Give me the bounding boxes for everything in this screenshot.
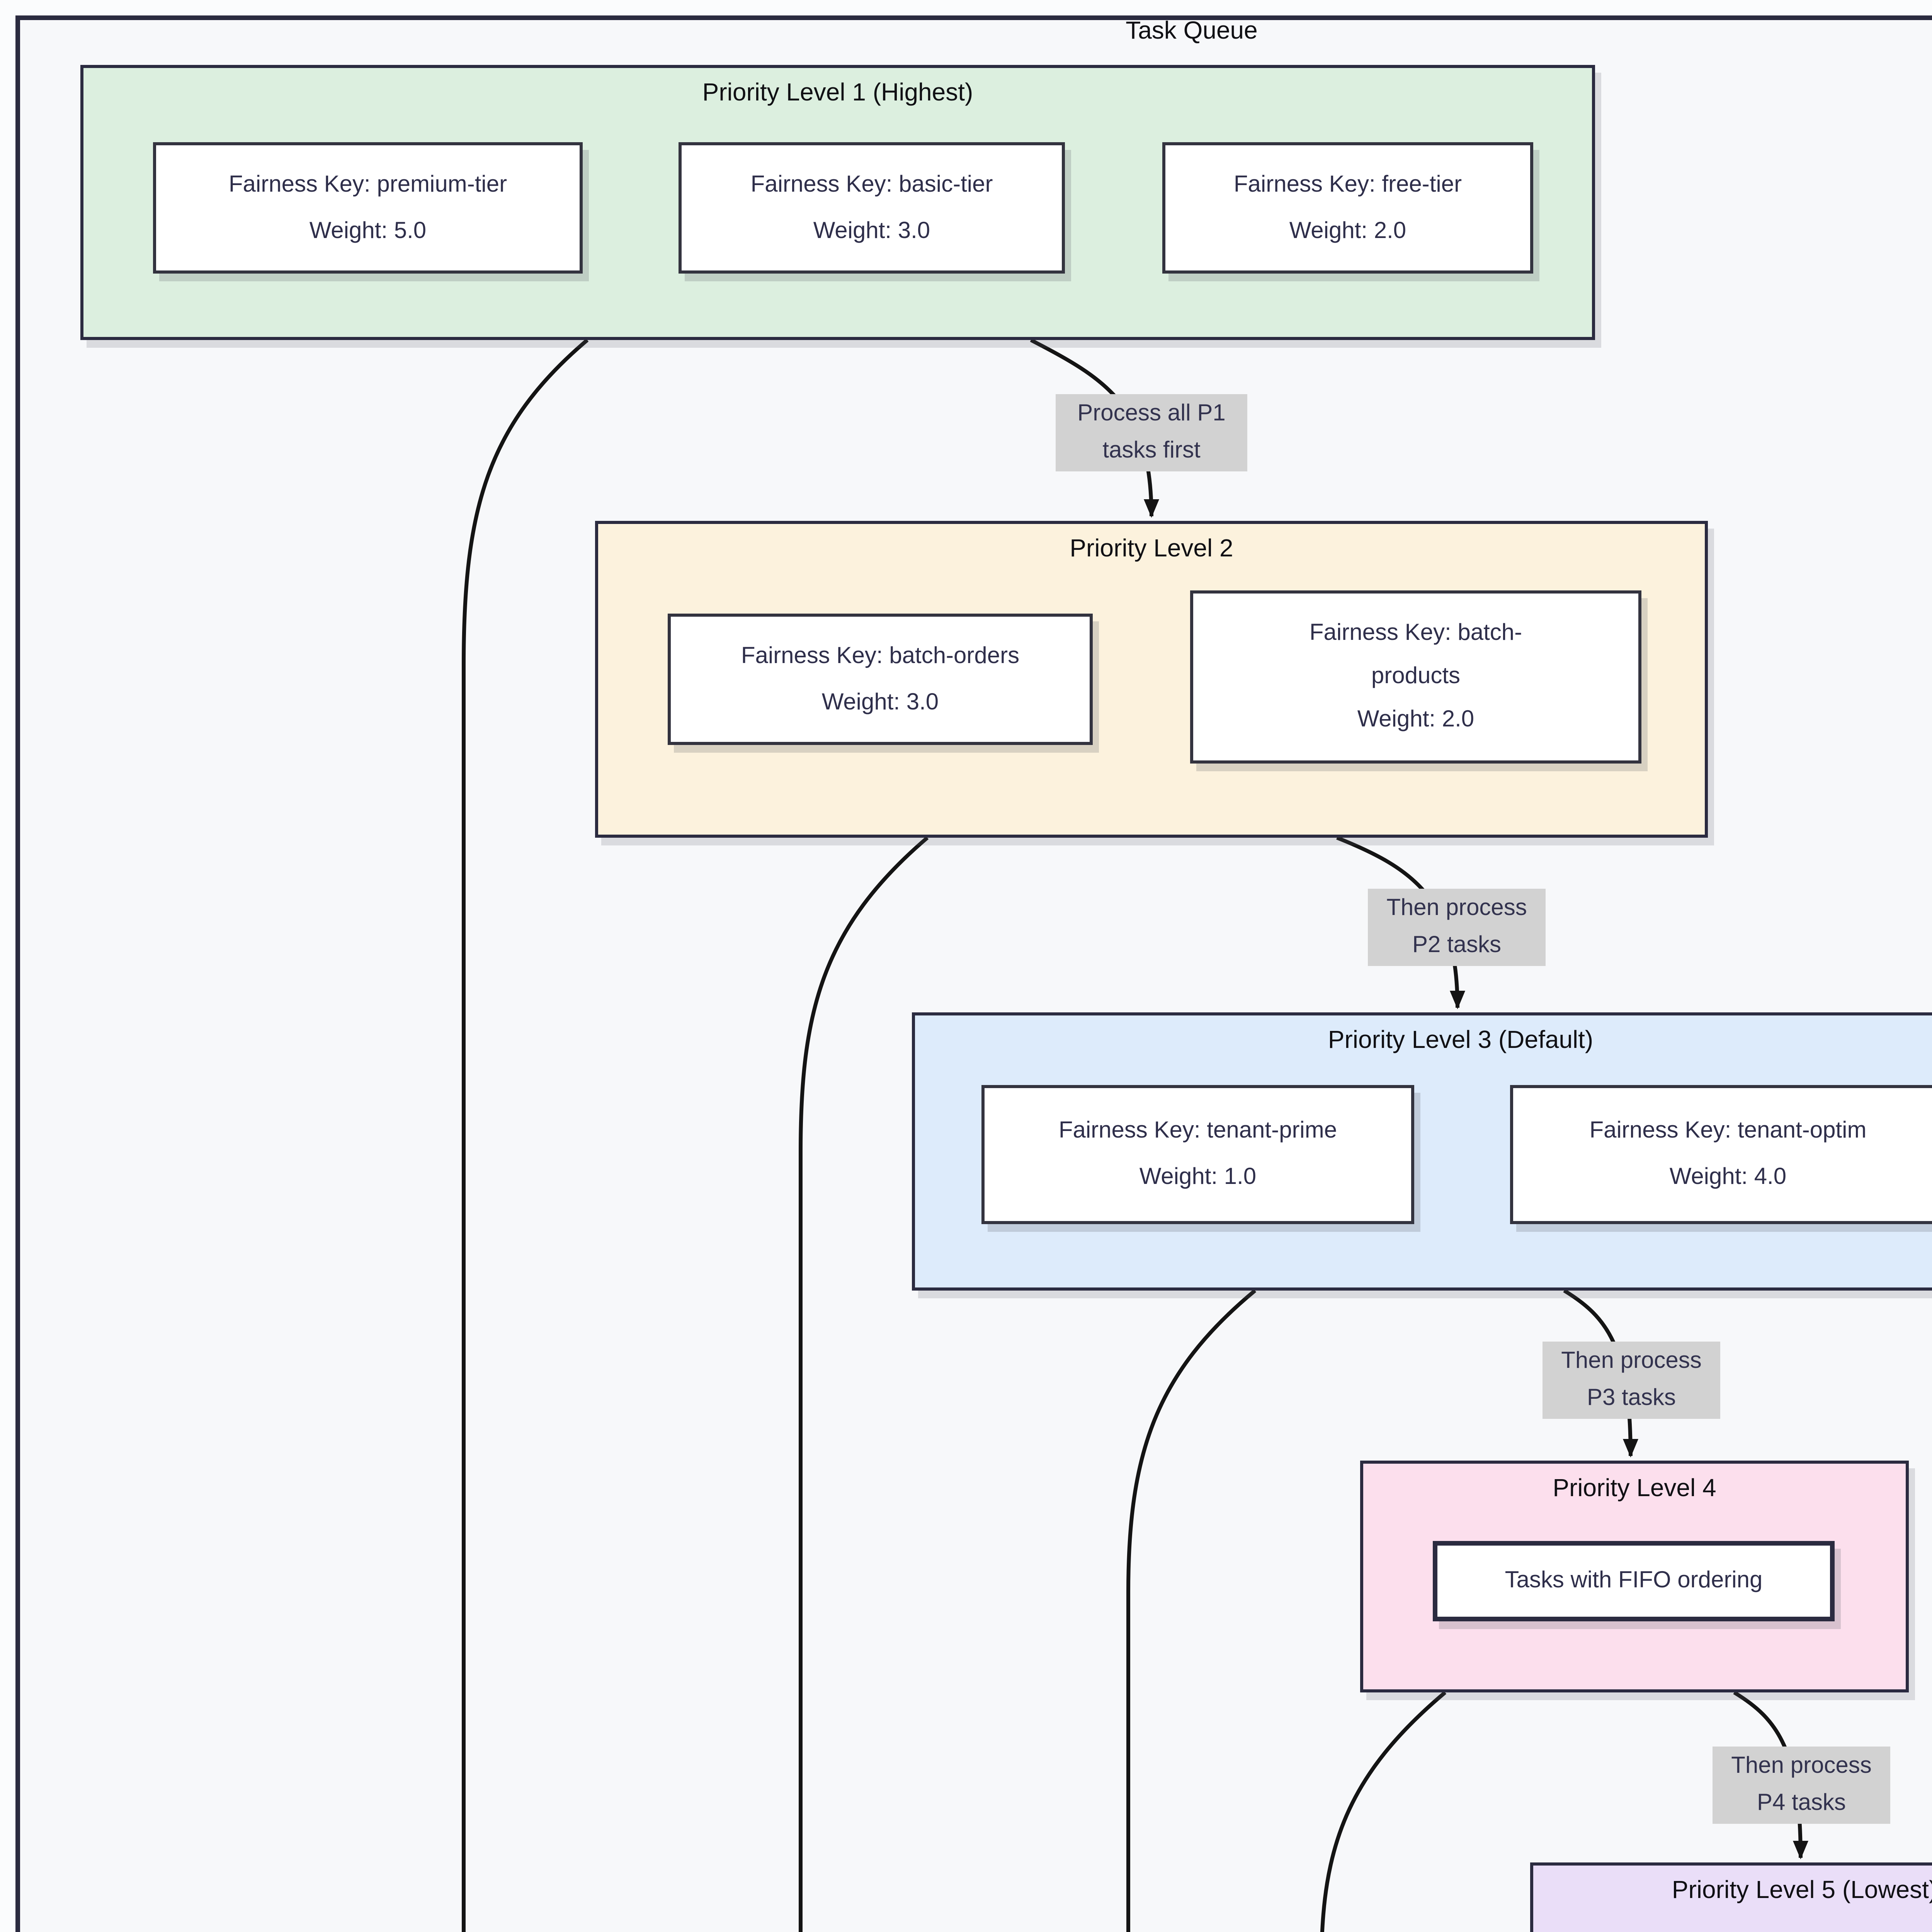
task-queue-title: Task Queue: [1126, 19, 1258, 45]
node-line: Tasks with FIFO ordering: [1505, 1567, 1763, 1594]
fairness-node-batch-products: Fairness Key: batch- products Weight: 2.…: [1190, 590, 1641, 764]
edge-label-line: Process all P1: [1077, 400, 1226, 427]
priority-level-5-container: Priority Level 5 (Lowest) Tasks with FIF…: [1530, 1862, 1932, 1932]
node-line: Fairness Key: free-tier: [1233, 171, 1462, 197]
priority-level-2-title: Priority Level 2: [1070, 536, 1233, 563]
node-line: Fairness Key: tenant-prime: [1058, 1117, 1337, 1144]
priority-level-5-title: Priority Level 5 (Lowest): [1672, 1878, 1932, 1904]
node-line: Weight: 5.0: [309, 217, 427, 243]
node-line: Fairness Key: basic-tier: [750, 171, 993, 197]
node-line: Fairness Key: premium-tier: [228, 171, 507, 197]
node-line: Weight: 3.0: [821, 689, 939, 715]
priority-level-1-container: Priority Level 1 (Highest) Fairness Key:…: [80, 65, 1595, 340]
fairness-node-tenant-optim: Fairness Key: tenant-optim Weight: 4.0: [1510, 1085, 1932, 1224]
edge-label-line: Then process: [1386, 895, 1527, 921]
edge-label-line: Then process: [1561, 1348, 1702, 1374]
priority-level-4-title: Priority Level 4: [1553, 1476, 1716, 1502]
node-line: Fairness Key: batch-: [1309, 620, 1522, 646]
edge-p1-to-workers: [462, 338, 589, 1932]
priority-level-1-title: Priority Level 1 (Highest): [702, 80, 973, 107]
edge-p3-to-workers: [1126, 1289, 1257, 1932]
node-line: Weight: 3.0: [813, 217, 930, 243]
edge-p4-to-workers: [1320, 1691, 1447, 1932]
edge-label-process-p3: Then process P3 tasks: [1543, 1342, 1720, 1419]
edge-label-process-p1: Process all P1 tasks first: [1056, 394, 1247, 471]
edge-p2-to-workers: [799, 836, 929, 1932]
node-line: Weight: 2.0: [1289, 217, 1406, 243]
priority-level-3-title: Priority Level 3 (Default): [1328, 1028, 1594, 1054]
fairness-node-batch-orders: Fairness Key: batch-orders Weight: 3.0: [668, 614, 1093, 745]
edge-label-process-p2: Then process P2 tasks: [1368, 889, 1546, 966]
priority-level-3-container: Priority Level 3 (Default) Fairness Key:…: [912, 1012, 1932, 1291]
node-line: Weight: 1.0: [1139, 1164, 1257, 1190]
edge-label-process-p4: Then process P4 tasks: [1713, 1747, 1890, 1824]
fairness-node-premium-tier: Fairness Key: premium-tier Weight: 5.0: [153, 142, 583, 274]
fairness-node-tenant-prime: Fairness Key: tenant-prime Weight: 1.0: [981, 1085, 1414, 1224]
priority-level-2-container: Priority Level 2 Fairness Key: batch-ord…: [595, 521, 1708, 838]
edge-label-line: P2 tasks: [1412, 932, 1502, 958]
node-line: Weight: 4.0: [1669, 1164, 1787, 1190]
edge-label-line: tasks first: [1102, 437, 1201, 464]
edge-label-line: P3 tasks: [1587, 1385, 1676, 1411]
fairness-node-free-tier: Fairness Key: free-tier Weight: 2.0: [1162, 142, 1533, 274]
node-line: Weight: 2.0: [1357, 706, 1475, 733]
node-line: Fairness Key: tenant-optim: [1589, 1117, 1867, 1144]
node-line: products: [1371, 663, 1461, 689]
edge-label-line: Then process: [1731, 1753, 1872, 1779]
fifo-node-p4: Tasks with FIFO ordering: [1433, 1541, 1835, 1621]
node-line: Fairness Key: batch-orders: [741, 642, 1020, 668]
priority-level-4-container: Priority Level 4 Tasks with FIFO orderin…: [1360, 1461, 1909, 1692]
edge-label-line: P4 tasks: [1757, 1790, 1846, 1816]
fairness-node-basic-tier: Fairness Key: basic-tier Weight: 3.0: [679, 142, 1065, 274]
